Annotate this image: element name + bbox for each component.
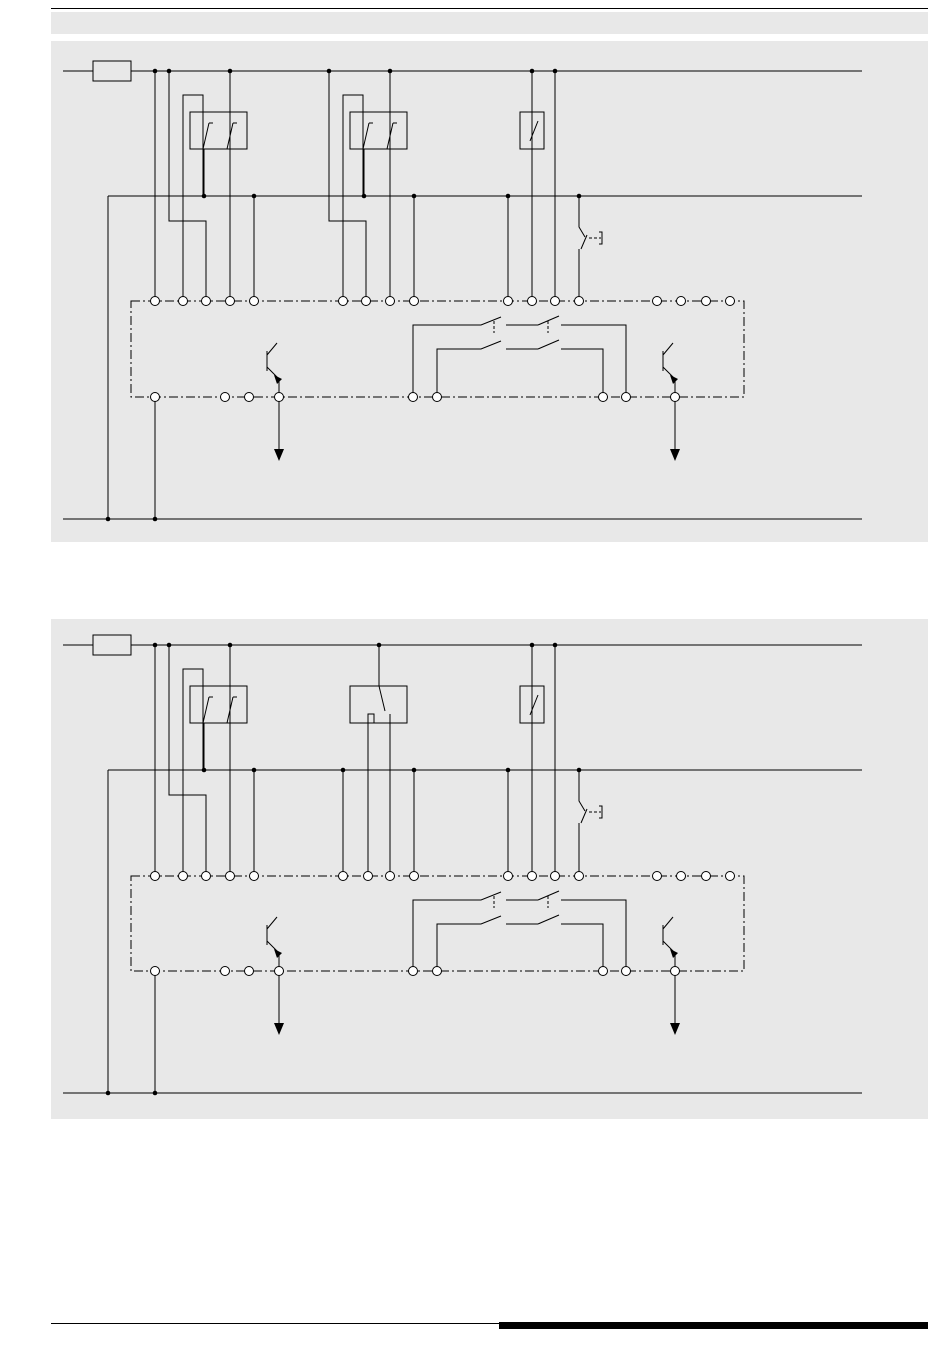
fuse-symbol: [93, 635, 131, 655]
fuse-symbol: [93, 61, 131, 81]
header-rule: [51, 8, 928, 9]
switch-block-2: [350, 112, 407, 149]
circuit-diagram-2-svg: [51, 619, 928, 1119]
circuit-diagram-1: [51, 41, 928, 542]
circuit-diagram-1-svg: [51, 41, 928, 542]
changeover-block: [350, 686, 407, 723]
switch-block-1: [190, 112, 247, 149]
footer-rule: [51, 1323, 499, 1324]
switch-block-1: [190, 686, 247, 723]
header-band: [51, 12, 928, 34]
footer-bar: [499, 1322, 928, 1329]
circuit-diagram-2: [51, 619, 928, 1119]
